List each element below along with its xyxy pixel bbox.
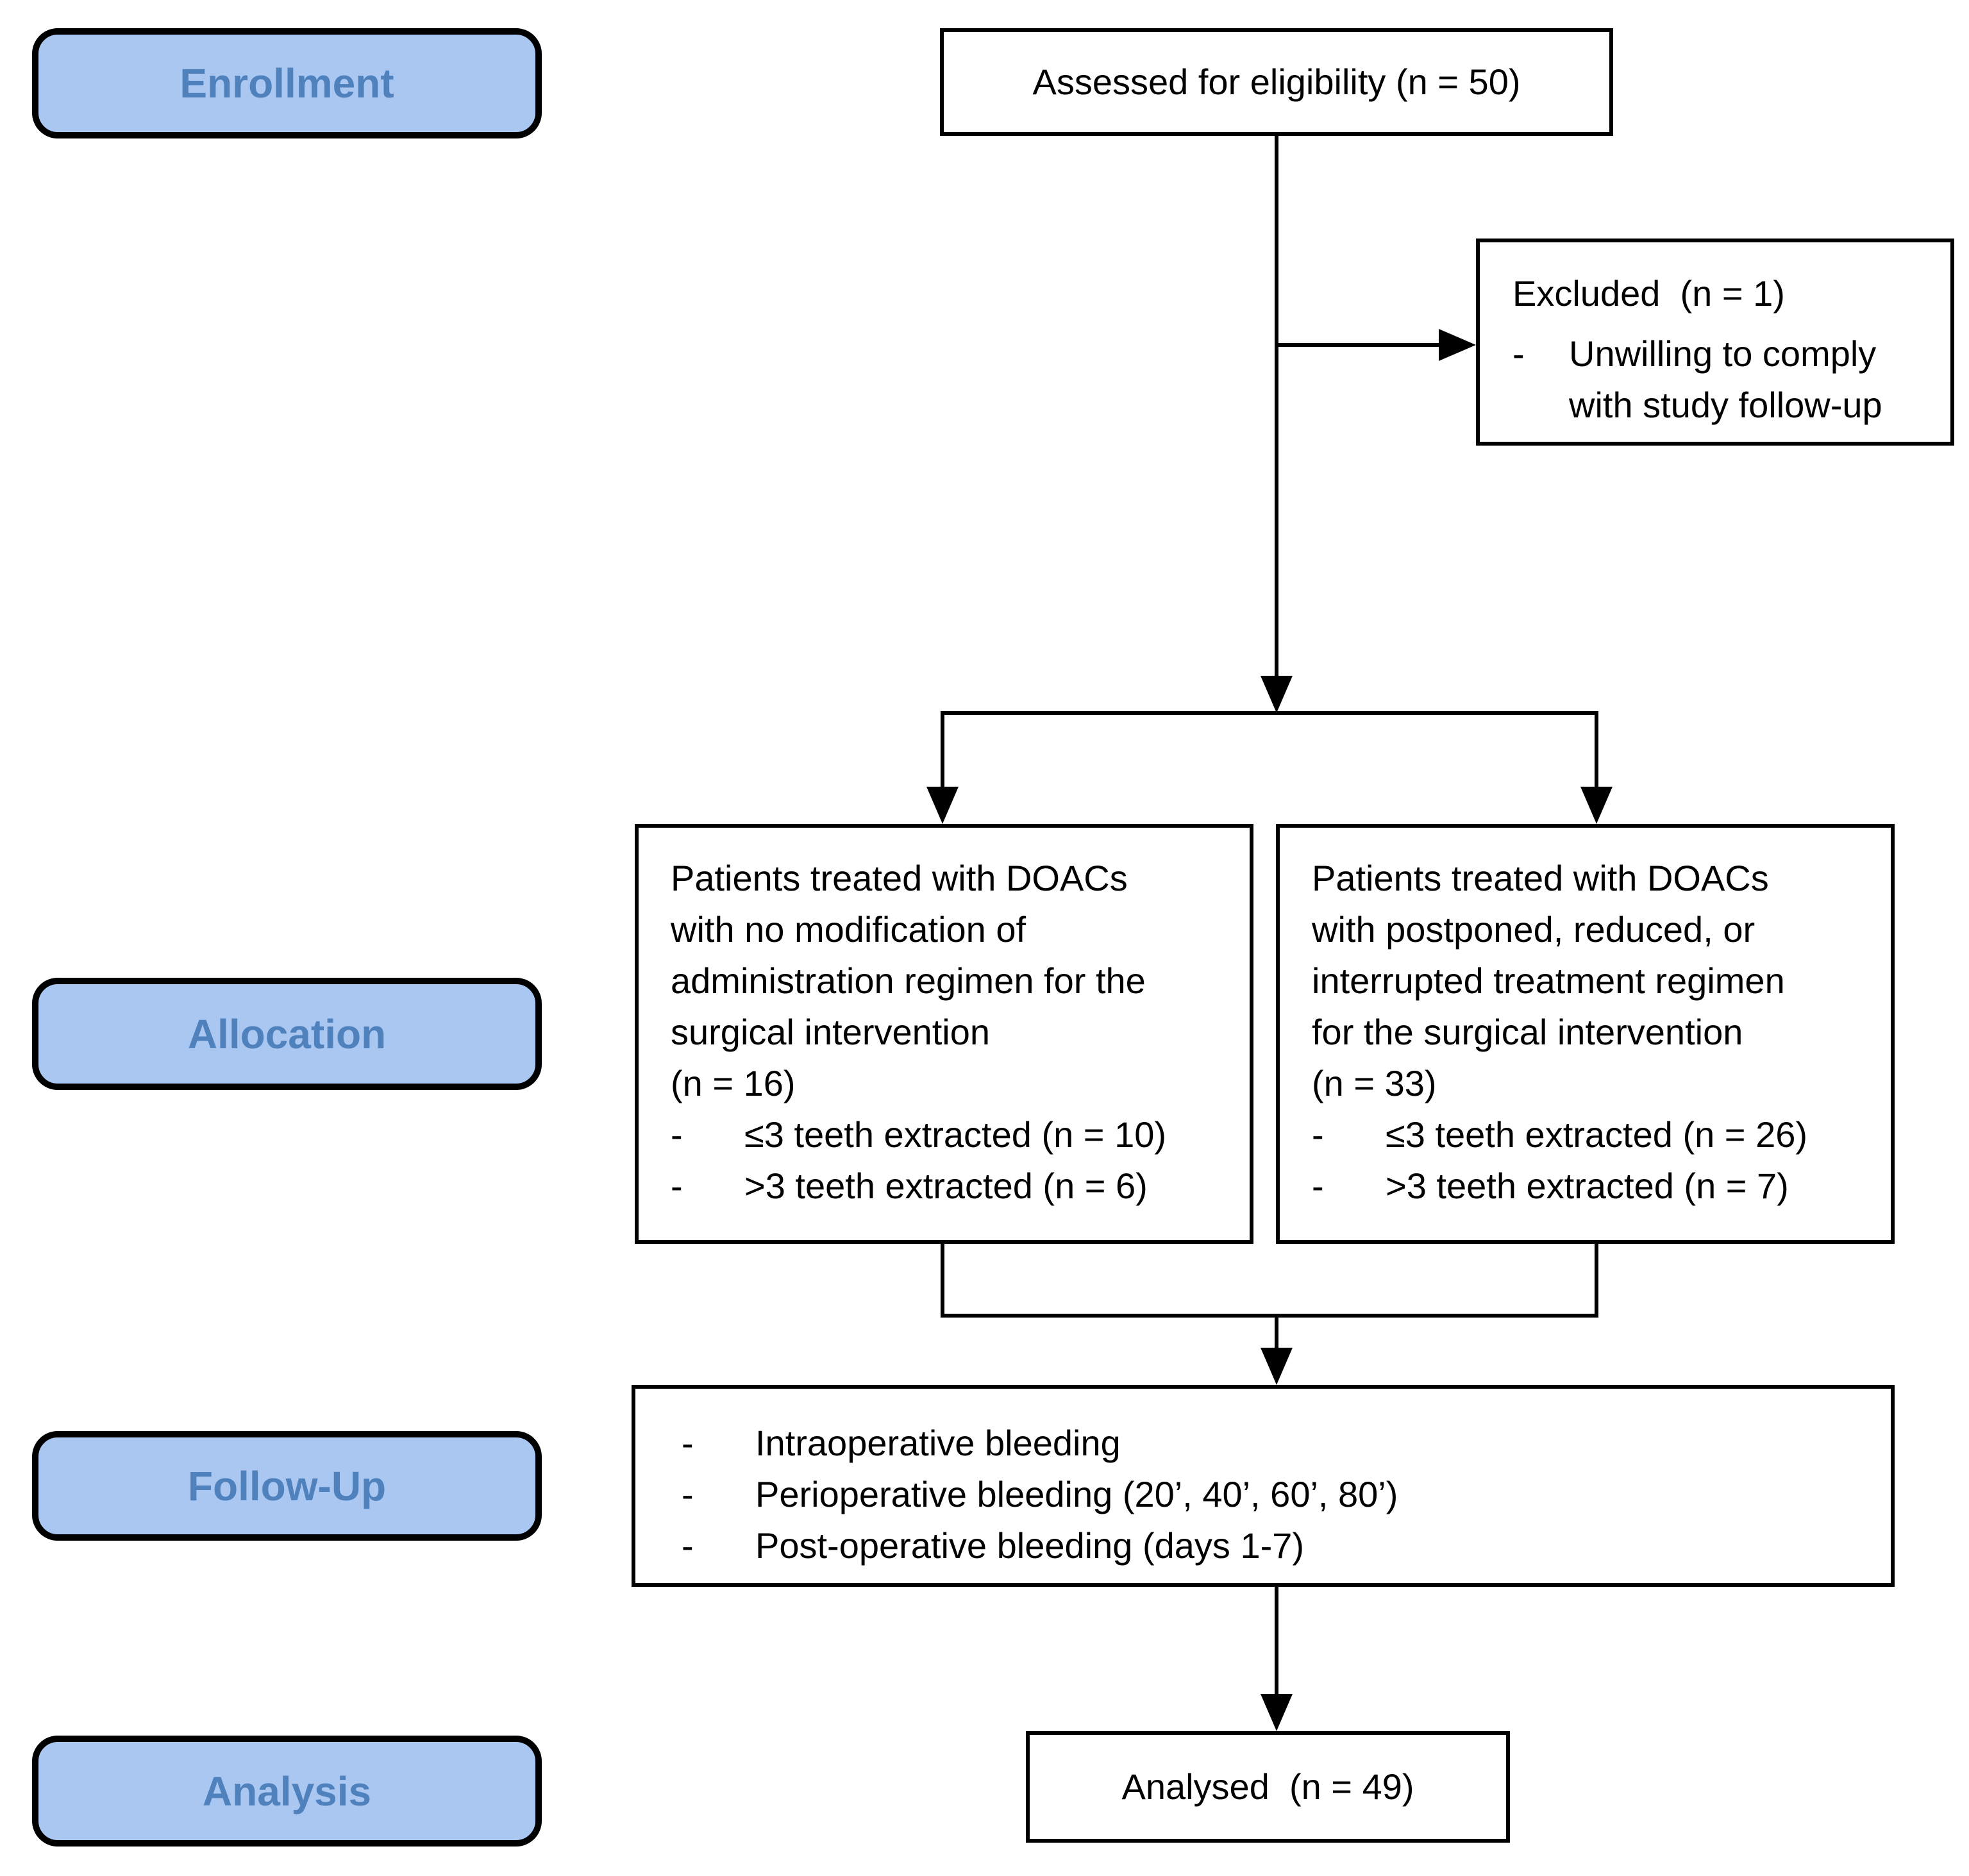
excluded-branch-line bbox=[1277, 343, 1442, 347]
allocation-modified-regimen-box: Patients treated with DOACs with postpon… bbox=[1276, 824, 1895, 1244]
alloc-left-line: administration regimen for the bbox=[671, 960, 1146, 1001]
bullet-dash: - bbox=[671, 1166, 683, 1206]
alloc-right-line: (n = 33) bbox=[1312, 1063, 1437, 1103]
follow-up-label-text: Follow-Up bbox=[187, 1462, 387, 1509]
allocation-label-text: Allocation bbox=[187, 1010, 387, 1057]
main-vertical-line bbox=[1275, 136, 1278, 680]
excluded-box: Excluded (n = 1) - Unwilling to comply w… bbox=[1476, 239, 1954, 446]
arrow-head-excluded bbox=[1439, 329, 1476, 361]
assessed-eligibility-box: Assessed for eligibility (n = 50) bbox=[940, 28, 1613, 136]
alloc-right-bullet: - >3 teeth extracted (n = 7) bbox=[1312, 1160, 1875, 1212]
alloc-left-bullet: - ≤3 teeth extracted (n = 10) bbox=[671, 1109, 1234, 1160]
left-branch-line bbox=[941, 713, 944, 789]
alloc-left-line: with no modification of bbox=[671, 909, 1026, 950]
alloc-right-line: interrupted treatment regimen bbox=[1312, 960, 1785, 1001]
alloc-right-line: Patients treated with DOACs bbox=[1312, 858, 1769, 898]
follow-up-outcomes-box: - Intraoperative bleeding - Perioperativ… bbox=[632, 1385, 1895, 1587]
stage-label-allocation: Allocation bbox=[32, 978, 542, 1090]
arrow-head-follow-up bbox=[1261, 1348, 1293, 1385]
split-horizontal-line bbox=[941, 711, 1598, 715]
alloc-left-bullet: - >3 teeth extracted (n = 6) bbox=[671, 1160, 1234, 1212]
alloc-left-line: (n = 16) bbox=[671, 1063, 796, 1103]
arrow-head-left-allocation bbox=[926, 787, 959, 824]
right-merge-line bbox=[1595, 1244, 1598, 1318]
bullet-dash: - bbox=[682, 1474, 694, 1514]
analysis-label-text: Analysis bbox=[202, 1768, 372, 1814]
follow-up-item: - Post-operative bleeding (days 1-7) bbox=[682, 1520, 1875, 1571]
bullet-dash: - bbox=[1312, 1114, 1324, 1155]
assessed-eligibility-text: Assessed for eligibility (n = 50) bbox=[1032, 62, 1521, 102]
follow-up-item: - Intraoperative bleeding bbox=[682, 1418, 1875, 1469]
bullet-dash: - bbox=[1312, 1166, 1324, 1206]
arrow-head-analysed bbox=[1261, 1694, 1293, 1731]
enrollment-label-text: Enrollment bbox=[180, 60, 394, 106]
stage-label-follow-up: Follow-Up bbox=[32, 1431, 542, 1541]
right-branch-line bbox=[1595, 713, 1598, 789]
bullet-dash: - bbox=[682, 1525, 694, 1566]
excluded-title: Excluded (n = 1) bbox=[1512, 273, 1785, 314]
stage-label-enrollment: Enrollment bbox=[32, 28, 542, 138]
alloc-right-line: for the surgical intervention bbox=[1312, 1012, 1743, 1052]
arrow-head-right-allocation bbox=[1580, 787, 1613, 824]
excluded-reason-text: Unwilling to comply with study follow-up bbox=[1569, 333, 1882, 425]
merge-horizontal-line bbox=[941, 1314, 1598, 1318]
follow-up-item: - Perioperative bleeding (20’, 40’, 60’,… bbox=[682, 1469, 1875, 1520]
arrow-head-split bbox=[1261, 676, 1293, 713]
bullet-dash: - bbox=[1512, 333, 1525, 374]
bullet-dash: - bbox=[671, 1114, 683, 1155]
analysed-box: Analysed (n = 49) bbox=[1026, 1731, 1510, 1843]
alloc-right-line: with postponed, reduced, or bbox=[1312, 909, 1755, 950]
bullet-dash: - bbox=[682, 1423, 694, 1463]
merge-center-line bbox=[1275, 1316, 1278, 1352]
left-merge-line bbox=[941, 1244, 944, 1318]
analysis-line bbox=[1275, 1587, 1278, 1698]
alloc-left-line: Patients treated with DOACs bbox=[671, 858, 1128, 898]
alloc-right-bullet: - ≤3 teeth extracted (n = 26) bbox=[1312, 1109, 1875, 1160]
analysed-text: Analysed (n = 49) bbox=[1121, 1766, 1414, 1807]
stage-label-analysis: Analysis bbox=[32, 1736, 542, 1847]
alloc-left-line: surgical intervention bbox=[671, 1012, 991, 1052]
allocation-no-modification-box: Patients treated with DOACs with no modi… bbox=[635, 824, 1253, 1244]
excluded-reason-item: - Unwilling to comply with study follow-… bbox=[1512, 328, 1938, 431]
